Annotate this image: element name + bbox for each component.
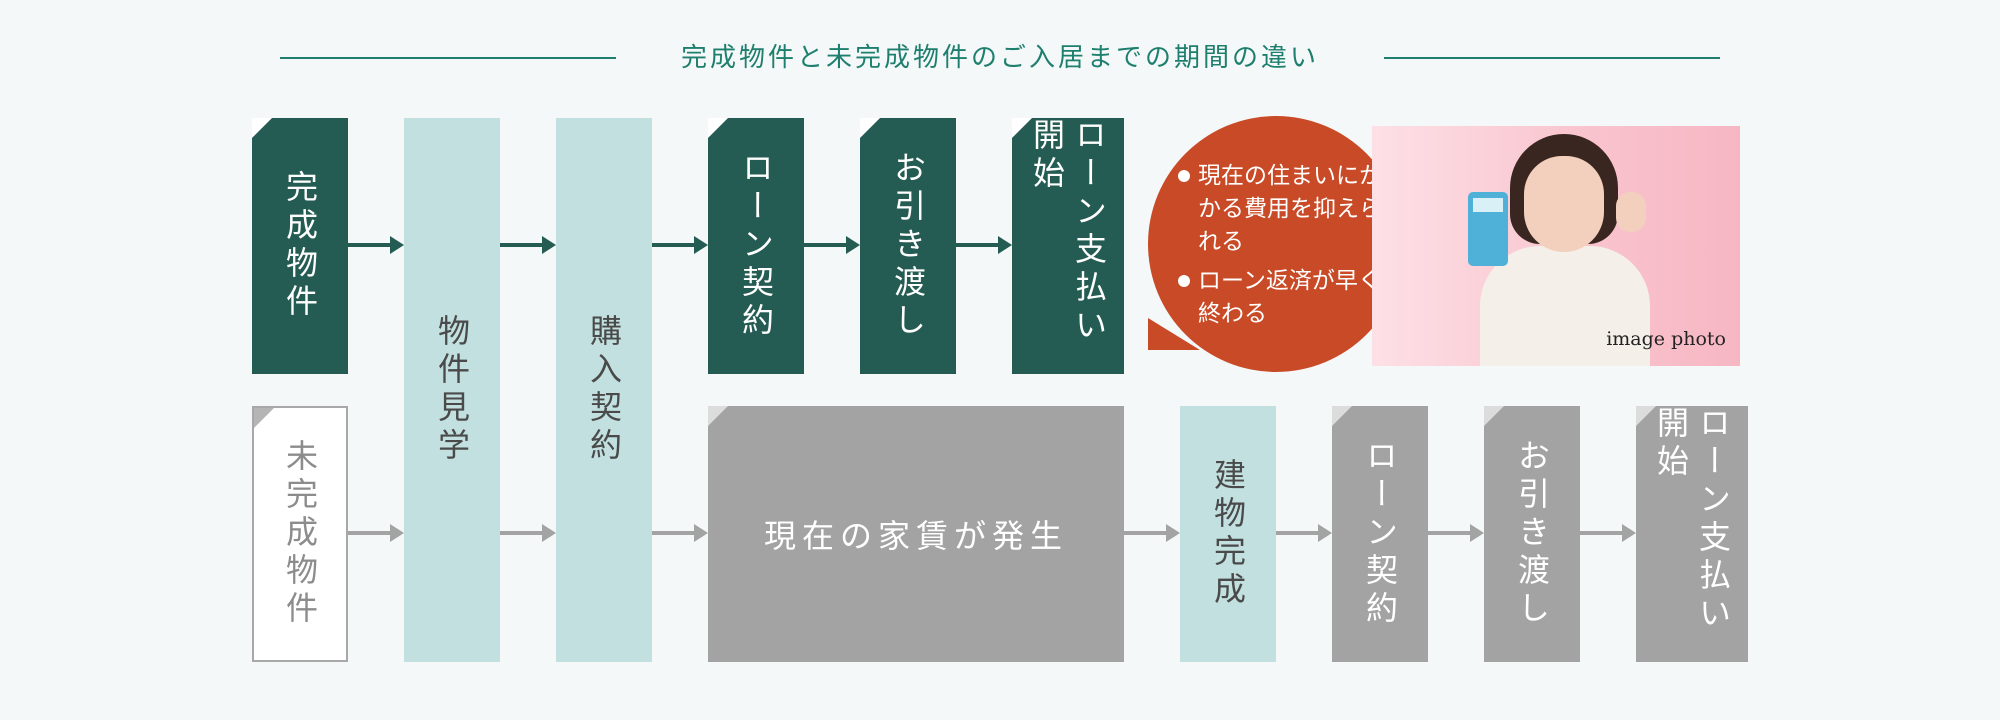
arrow-right-icon	[652, 236, 708, 254]
arrow-right-icon	[956, 236, 1012, 254]
step-uncompleted-property: 未完成物件	[252, 406, 348, 662]
corner-mark	[1636, 406, 1656, 426]
step-purchase-contract: 購入契約	[556, 118, 652, 662]
corner-mark	[708, 118, 728, 138]
corner-mark	[254, 408, 274, 428]
arrow-right-icon	[1124, 524, 1180, 542]
title-text: 完成物件と未完成物件のご入居までの期間の違い	[680, 43, 1319, 73]
step-label: お引き渡し	[889, 151, 927, 341]
step-label: ローン契約	[1361, 439, 1399, 629]
benefit-item: 現在の住まいにかかる費用を抑えられる	[1178, 160, 1388, 259]
arrow-right-icon	[1580, 524, 1636, 542]
title-rule-right	[1384, 57, 1720, 59]
benefits-list: 現在の住まいにかかる費用を抑えられる ローン返済が早く終わる	[1178, 160, 1388, 337]
step-label: ローン契約	[737, 151, 775, 341]
step-loan-start-uncompleted: ローン支払い開始	[1636, 406, 1748, 662]
corner-mark	[860, 118, 880, 138]
arrow-right-icon	[348, 236, 404, 254]
photo-face	[1524, 156, 1604, 252]
step-label: 現在の家賃が発生	[763, 517, 1068, 555]
step-label: お引き渡し	[1513, 439, 1551, 629]
step-completed-property: 完成物件	[252, 118, 348, 374]
step-property-viewing: 物件見学	[404, 118, 500, 662]
arrow-right-icon	[348, 524, 404, 542]
arrow-right-icon	[1276, 524, 1332, 542]
woman-photo: image photo	[1372, 126, 1740, 366]
step-label: 未完成物件	[281, 439, 319, 629]
benefit-item: ローン返済が早く終わる	[1178, 265, 1388, 331]
step-building-complete: 建物完成	[1180, 406, 1276, 662]
step-label: ローン支払い開始	[1028, 118, 1108, 346]
step-label: 完成物件	[281, 170, 319, 322]
step-handover-uncompleted: お引き渡し	[1484, 406, 1580, 662]
corner-mark	[1332, 406, 1352, 426]
arrow-right-icon	[804, 236, 860, 254]
diagram-title: 完成物件と未完成物件のご入居までの期間の違い	[280, 30, 1720, 86]
arrow-right-icon	[1428, 524, 1484, 542]
title-rule-left	[280, 57, 616, 59]
step-loan-contract-completed: ローン契約	[708, 118, 804, 374]
calculator-icon	[1468, 192, 1508, 266]
corner-mark	[708, 406, 728, 426]
step-label: 物件見学	[433, 314, 471, 466]
bullet-icon	[1178, 275, 1190, 287]
corner-mark	[1012, 118, 1032, 138]
benefit-text: 現在の住まいにかかる費用を抑えられる	[1198, 163, 1382, 255]
bullet-icon	[1178, 170, 1190, 182]
step-loan-contract-uncompleted: ローン契約	[1332, 406, 1428, 662]
step-current-rent: 現在の家賃が発生	[708, 406, 1124, 662]
step-label: 購入契約	[585, 314, 623, 466]
arrow-right-icon	[500, 524, 556, 542]
photo-caption: image photo	[1606, 328, 1726, 350]
corner-mark	[1484, 406, 1504, 426]
benefits-bubble: 現在の住まいにかかる費用を抑えられる ローン返済が早く終わる	[1148, 116, 1404, 372]
step-label: 建物完成	[1209, 458, 1247, 610]
corner-mark	[252, 118, 272, 138]
arrow-right-icon	[652, 524, 708, 542]
benefit-text: ローン返済が早く終わる	[1198, 268, 1381, 327]
photo-body	[1480, 246, 1650, 366]
step-label: ローン支払い開始	[1652, 406, 1732, 634]
step-handover-completed: お引き渡し	[860, 118, 956, 374]
arrow-right-icon	[500, 236, 556, 254]
ok-hand-icon	[1616, 192, 1646, 232]
step-loan-start-completed: ローン支払い開始	[1012, 118, 1124, 374]
